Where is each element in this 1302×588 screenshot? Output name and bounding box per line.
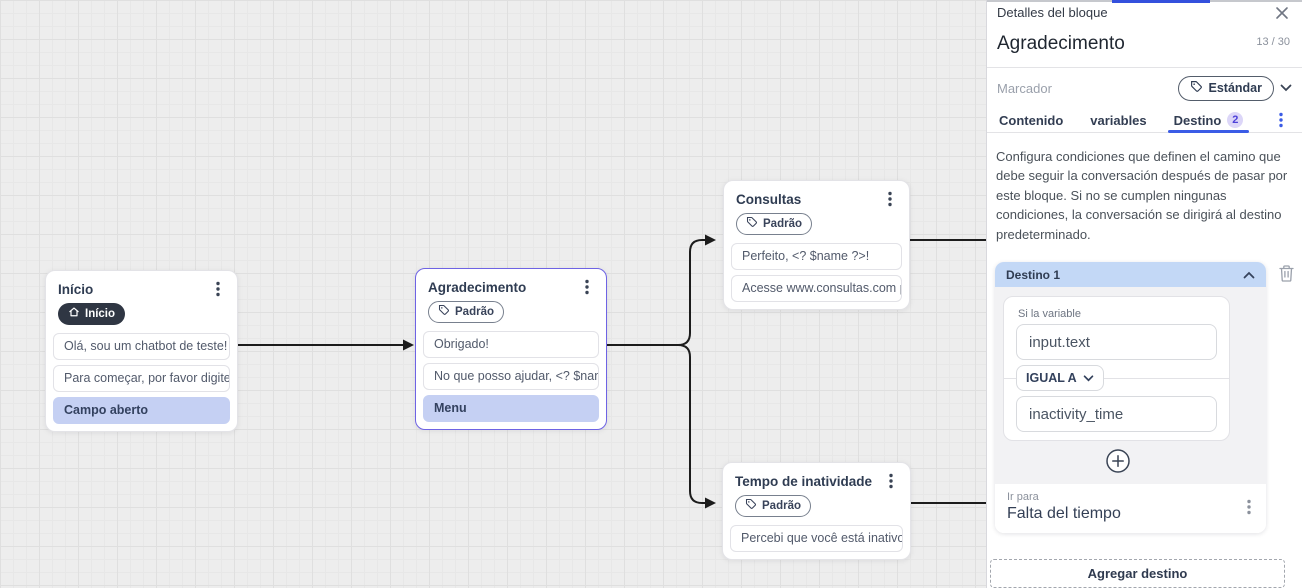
block-title: Agradecimento xyxy=(997,32,1125,54)
flow-canvas[interactable]: Início Início Olá, sou um chatbot de tes… xyxy=(0,0,986,588)
condition-label: Si la variable xyxy=(1018,308,1081,321)
node-message[interactable]: Obrigado! xyxy=(423,331,599,358)
tag-icon xyxy=(1190,80,1203,96)
node-menu-icon[interactable] xyxy=(884,473,898,489)
panel-top-indicator xyxy=(987,0,1302,3)
chevron-down-icon[interactable] xyxy=(1280,79,1292,97)
variable-input[interactable] xyxy=(1016,324,1217,361)
node-menu-row[interactable]: Menu xyxy=(423,395,599,422)
node-message[interactable]: Percebi que você está inativo. C... xyxy=(730,525,903,552)
goto-section: Ir para Falta del tiempo xyxy=(995,484,1266,534)
chevron-down-icon xyxy=(1083,375,1094,382)
inicio-badge: Início xyxy=(58,303,126,325)
add-condition-icon[interactable] xyxy=(1105,448,1131,474)
estandar-pill[interactable]: Estándar xyxy=(1177,75,1274,101)
marker-select[interactable]: Estándar xyxy=(1177,75,1293,101)
node-title: Início xyxy=(58,281,94,297)
chevron-up-icon[interactable] xyxy=(1243,266,1255,284)
condition-card: Si la variable IGUAL A xyxy=(1003,296,1230,442)
node-message[interactable]: Acesse www.consultas.com par... xyxy=(731,275,902,302)
node-title: Tempo de inatividade xyxy=(735,473,873,489)
destination-description: Configura condiciones que definen el cam… xyxy=(996,148,1288,242)
tab-contenido[interactable]: Contenido xyxy=(999,112,1064,128)
home-icon xyxy=(68,306,80,321)
flow-node-tempo-inatividade[interactable]: Tempo de inatividade Padrão Percebi que … xyxy=(722,462,911,560)
goto-label: Ir para xyxy=(1007,491,1039,504)
compare-value-input[interactable] xyxy=(1016,396,1217,433)
node-menu-icon[interactable] xyxy=(580,279,594,295)
node-message[interactable]: Para começar, por favor digite o ... xyxy=(53,365,230,392)
tabs-menu-icon[interactable] xyxy=(1274,112,1288,128)
destination-card: Destino 1 Si la variable IGUAL A xyxy=(995,262,1266,534)
padrao-badge: Padrão xyxy=(735,495,811,517)
goto-menu-icon[interactable] xyxy=(1242,499,1256,515)
block-details-panel: Detalles del bloque Agradecimento 13 / 3… xyxy=(986,0,1302,588)
node-message[interactable]: Perfeito, <? $name ?>! xyxy=(731,243,902,270)
marker-label: Marcador xyxy=(997,80,1052,96)
tab-destino[interactable]: Destino 2 xyxy=(1167,109,1249,133)
tab-variables[interactable]: variables xyxy=(1090,112,1147,128)
flow-node-agradecimento[interactable]: Agradecimento Padrão Obrigado! No que po… xyxy=(415,268,607,430)
panel-title: Detalles del bloque xyxy=(997,5,1108,21)
node-menu-icon[interactable] xyxy=(211,281,225,297)
divider xyxy=(987,66,1302,68)
trash-icon[interactable] xyxy=(1278,264,1295,286)
node-open-field-row[interactable]: Campo aberto xyxy=(53,397,230,424)
tag-icon xyxy=(438,304,450,319)
destino-count-badge: 2 xyxy=(1227,112,1244,129)
tag-icon xyxy=(745,498,757,513)
node-title: Agradecimento xyxy=(428,279,527,295)
operator-select[interactable]: IGUAL A xyxy=(1016,365,1104,392)
goto-value: Falta del tiempo xyxy=(1007,505,1121,523)
destination-header[interactable]: Destino 1 xyxy=(995,262,1266,288)
padrao-badge: Padrão xyxy=(736,213,812,235)
flow-node-inicio[interactable]: Início Início Olá, sou um chatbot de tes… xyxy=(45,270,238,432)
node-title: Consultas xyxy=(736,191,802,207)
add-destination-button[interactable]: Agregar destino xyxy=(990,559,1285,588)
padrao-badge: Padrão xyxy=(428,301,504,323)
tag-icon xyxy=(746,216,758,231)
panel-tabs: Contenido variables Destino 2 xyxy=(987,109,1302,133)
node-message[interactable]: Olá, sou um chatbot de teste! xyxy=(53,333,230,360)
node-menu-icon[interactable] xyxy=(883,191,897,207)
destination-body: Si la variable IGUAL A xyxy=(995,287,1266,485)
char-counter: 13 / 30 xyxy=(1256,35,1290,48)
close-icon[interactable] xyxy=(1274,5,1290,21)
flow-node-consultas[interactable]: Consultas Padrão Perfeito, <? $name ?>! … xyxy=(723,180,910,310)
node-message[interactable]: No que posso ajudar, <? $name ... xyxy=(423,363,599,390)
